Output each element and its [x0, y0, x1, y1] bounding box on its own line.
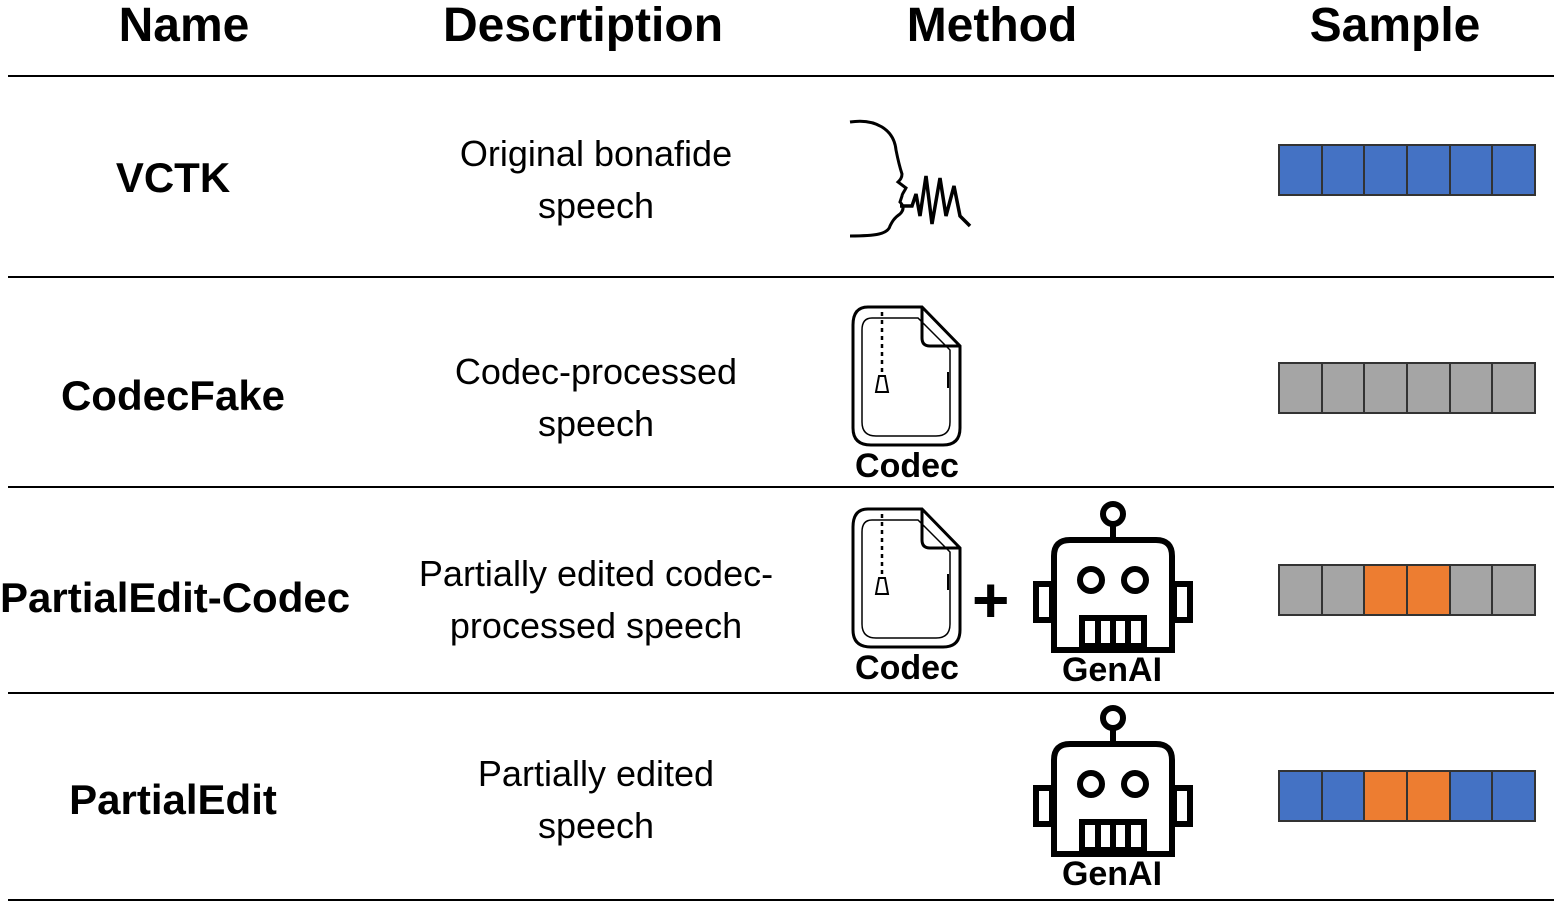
sample-bar-codecfake [1278, 362, 1536, 414]
description-line: speech [537, 805, 655, 846]
sample-segment-bonafide [1450, 146, 1494, 194]
sample-segment-edited [1365, 566, 1409, 614]
row-description-vctk: Original bonafide speech [396, 128, 796, 232]
header-description: Descrtiption [442, 0, 724, 52]
header-divider [8, 75, 1554, 77]
sample-segment-codec [1493, 566, 1535, 614]
description-line: speech [537, 185, 655, 226]
sample-bar-partialedit-codec [1278, 564, 1536, 616]
row-description-partialedit-codec: Partially edited codec- processed speech [396, 548, 796, 652]
row-divider [8, 276, 1554, 278]
description-line: Partially edited codec- [418, 553, 774, 594]
genai-label: GenAI [1061, 855, 1163, 893]
codec-label: Codec [855, 649, 959, 687]
table-bottom-rule [8, 899, 1554, 901]
sample-segment-bonafide [1365, 146, 1409, 194]
sample-segment-bonafide [1450, 772, 1494, 820]
description-line: Codec-processed [454, 351, 738, 392]
sample-segment-codec [1450, 364, 1494, 412]
header-method: Method [906, 0, 1078, 52]
sample-segment-bonafide [1493, 772, 1535, 820]
sample-segment-codec [1450, 566, 1494, 614]
sample-segment-codec [1493, 364, 1535, 412]
zip-file-icon [851, 305, 962, 447]
sample-bar-partialedit [1278, 770, 1536, 822]
plus-sign: + [972, 564, 1010, 636]
description-line: processed speech [449, 605, 743, 646]
row-name-partialedit-codec: PartialEdit-Codec [0, 574, 351, 621]
row-description-codecfake: Codec-processed speech [396, 346, 796, 450]
row-divider [8, 486, 1554, 488]
sample-segment-bonafide [1322, 772, 1366, 820]
description-line: Partially edited [477, 753, 715, 794]
robot-icon [1033, 705, 1193, 857]
header-name: Name [118, 0, 250, 52]
sample-segment-bonafide [1280, 772, 1323, 820]
row-name-partialedit: PartialEdit [69, 776, 277, 823]
sample-segment-bonafide [1280, 146, 1323, 194]
sample-segment-bonafide [1493, 146, 1535, 194]
sample-segment-codec [1365, 364, 1409, 412]
sample-segment-codec [1280, 364, 1323, 412]
row-name-codecfake: CodecFake [60, 372, 286, 419]
sample-segment-edited [1365, 772, 1409, 820]
header-sample: Sample [1309, 0, 1481, 52]
sample-segment-codec [1408, 364, 1451, 412]
sample-segment-codec [1280, 566, 1323, 614]
robot-icon [1033, 501, 1193, 653]
sample-segment-codec [1322, 566, 1366, 614]
genai-label: GenAI [1061, 651, 1163, 689]
row-description-partialedit: Partially edited speech [396, 748, 796, 852]
sample-segment-edited [1408, 772, 1451, 820]
row-divider [8, 692, 1554, 694]
zip-file-icon [851, 507, 962, 649]
row-name-vctk: VCTK [115, 154, 231, 201]
description-line: speech [537, 403, 655, 444]
sample-segment-bonafide [1408, 146, 1451, 194]
codec-label: Codec [855, 447, 959, 485]
sample-bar-vctk [1278, 144, 1536, 196]
sample-segment-edited [1408, 566, 1451, 614]
sample-segment-bonafide [1322, 146, 1366, 194]
description-line: Original bonafide [459, 133, 733, 174]
sample-segment-codec [1322, 364, 1366, 412]
speaking-head-icon [849, 119, 972, 238]
